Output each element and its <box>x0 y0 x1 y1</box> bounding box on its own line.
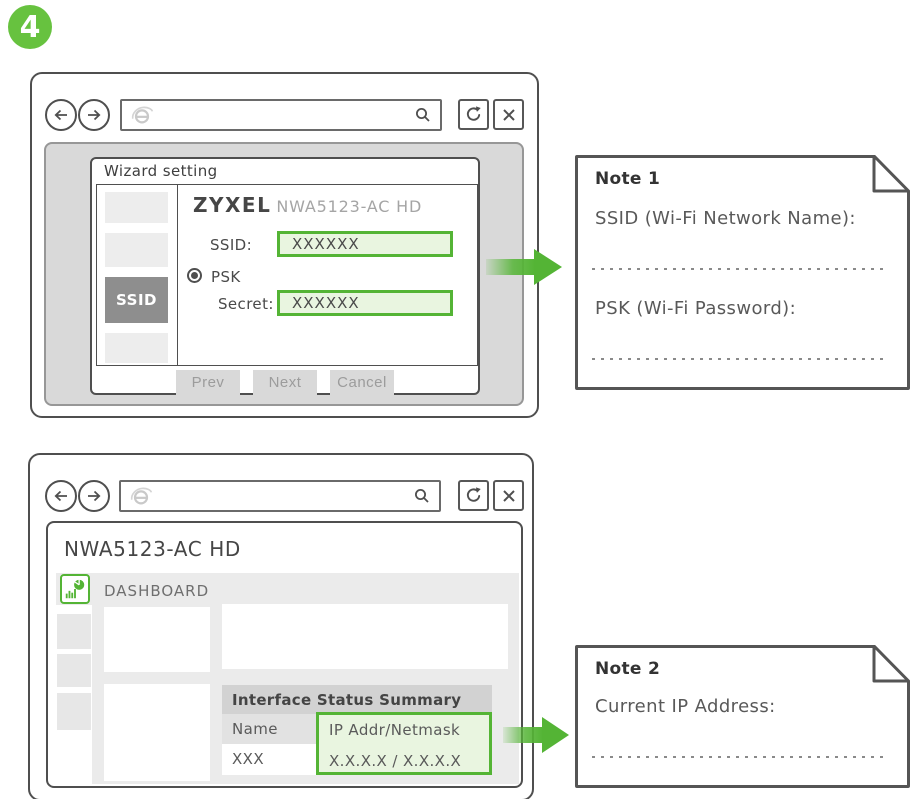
menu-placeholder-2[interactable] <box>57 654 91 687</box>
forward-icon <box>88 490 101 502</box>
widget-placeholder-3 <box>104 684 210 781</box>
dashboard-menu-item[interactable] <box>60 574 90 604</box>
column-header-name: Name <box>232 720 278 738</box>
search-icon[interactable] <box>414 106 432 124</box>
close-button[interactable] <box>493 99 524 130</box>
ie-browser-icon <box>131 106 154 124</box>
radio-dot <box>191 272 198 279</box>
wizard-step-placeholder-1[interactable] <box>105 192 168 223</box>
close-icon <box>502 489 515 502</box>
browser-window-1: Wizard setting SSID ZYXEL NWA5123-AC HD … <box>30 72 539 418</box>
browser-window-2: NWA5123-AC HD DASHBOARD <box>28 453 534 799</box>
ssid-field-label: SSID: <box>210 236 253 254</box>
refresh-icon <box>466 487 481 502</box>
folded-corner-icon <box>872 155 910 193</box>
back-icon <box>54 109 67 121</box>
web-configurator-panel: NWA5123-AC HD DASHBOARD <box>46 521 523 788</box>
secret-input[interactable]: XXXXXX <box>277 290 453 316</box>
cancel-button[interactable]: Cancel <box>330 370 394 395</box>
table-title: Interface Status Summary <box>222 685 492 714</box>
forward-button[interactable] <box>78 480 110 512</box>
ip-column-highlight: IP Addr/Netmask X.X.X.X / X.X.X.X <box>316 712 492 775</box>
widget-placeholder-1 <box>104 607 210 672</box>
wizard-step-placeholder-3[interactable] <box>105 333 168 363</box>
prev-button[interactable]: Prev <box>176 370 240 395</box>
wizard-step-label: SSID <box>116 291 157 309</box>
cell-ip-addr-netmask: X.X.X.X / X.X.X.X <box>329 752 462 770</box>
next-button[interactable]: Next <box>253 370 317 395</box>
green-arrow-to-note2 <box>503 717 569 753</box>
model-text: NWA5123-AC HD <box>276 197 423 216</box>
back-button[interactable] <box>45 480 77 512</box>
note1-field1-label: SSID (Wi-Fi Network Name): <box>595 208 856 229</box>
psk-radio-selected[interactable] <box>187 268 202 283</box>
wizard-sidebar-divider <box>177 185 178 365</box>
refresh-button[interactable] <box>458 99 489 130</box>
search-icon[interactable] <box>413 487 431 505</box>
step-number-badge: 4 <box>8 5 52 49</box>
back-button[interactable] <box>45 99 77 131</box>
menu-band <box>56 573 519 605</box>
wizard-step-placeholder-2[interactable] <box>105 233 168 267</box>
column-header-ip: IP Addr/Netmask <box>329 721 461 739</box>
note2-title: Note 2 <box>595 659 661 679</box>
cell-interface-name: XXX <box>232 750 265 768</box>
back-icon <box>54 490 67 502</box>
note1-title: Note 1 <box>595 169 661 189</box>
secret-field-label: Secret: <box>218 295 274 313</box>
interface-status-table: Interface Status Summary Name XXX IP Add… <box>222 685 492 775</box>
brand-text: ZYXEL <box>193 193 272 217</box>
address-bar[interactable] <box>119 480 441 512</box>
menu-placeholder-1[interactable] <box>57 614 91 649</box>
wizard-title: Wizard setting <box>104 162 218 180</box>
note2-card: Note 2 Current IP Address: <box>575 645 910 788</box>
wizard-dialog: Wizard setting SSID ZYXEL NWA5123-AC HD … <box>90 157 480 395</box>
brand-logo: ZYXEL NWA5123-AC HD <box>193 193 422 217</box>
note1-card: Note 1 SSID (Wi-Fi Network Name): PSK (W… <box>575 155 910 390</box>
step-number: 4 <box>19 9 41 45</box>
wizard-body: SSID ZYXEL NWA5123-AC HD SSID: XXXXXX PS… <box>96 184 478 366</box>
note1-write-line-2 <box>592 358 888 360</box>
ie-browser-icon <box>130 487 153 505</box>
menu-placeholder-3[interactable] <box>57 693 91 730</box>
page-title: NWA5123-AC HD <box>64 537 241 561</box>
dashboard-icon <box>65 579 85 599</box>
psk-radio-label: PSK <box>211 268 241 286</box>
forward-icon <box>88 109 101 121</box>
widget-placeholder-2 <box>222 604 508 669</box>
note2-field1-label: Current IP Address: <box>595 696 776 717</box>
address-bar[interactable] <box>120 99 442 131</box>
green-arrow-to-note1 <box>486 249 562 285</box>
dashboard-menu-label[interactable]: DASHBOARD <box>104 582 210 600</box>
close-icon <box>502 108 515 121</box>
note1-write-line-1 <box>592 268 888 270</box>
folded-corner-icon <box>872 645 910 683</box>
forward-button[interactable] <box>78 99 110 131</box>
close-button[interactable] <box>493 480 524 511</box>
wizard-step-ssid-active[interactable]: SSID <box>105 277 168 323</box>
ssid-input[interactable]: XXXXXX <box>277 231 453 257</box>
refresh-icon <box>466 106 481 121</box>
note2-write-line-1 <box>592 756 888 758</box>
note1-field2-label: PSK (Wi-Fi Password): <box>595 298 797 319</box>
refresh-button[interactable] <box>458 480 489 511</box>
